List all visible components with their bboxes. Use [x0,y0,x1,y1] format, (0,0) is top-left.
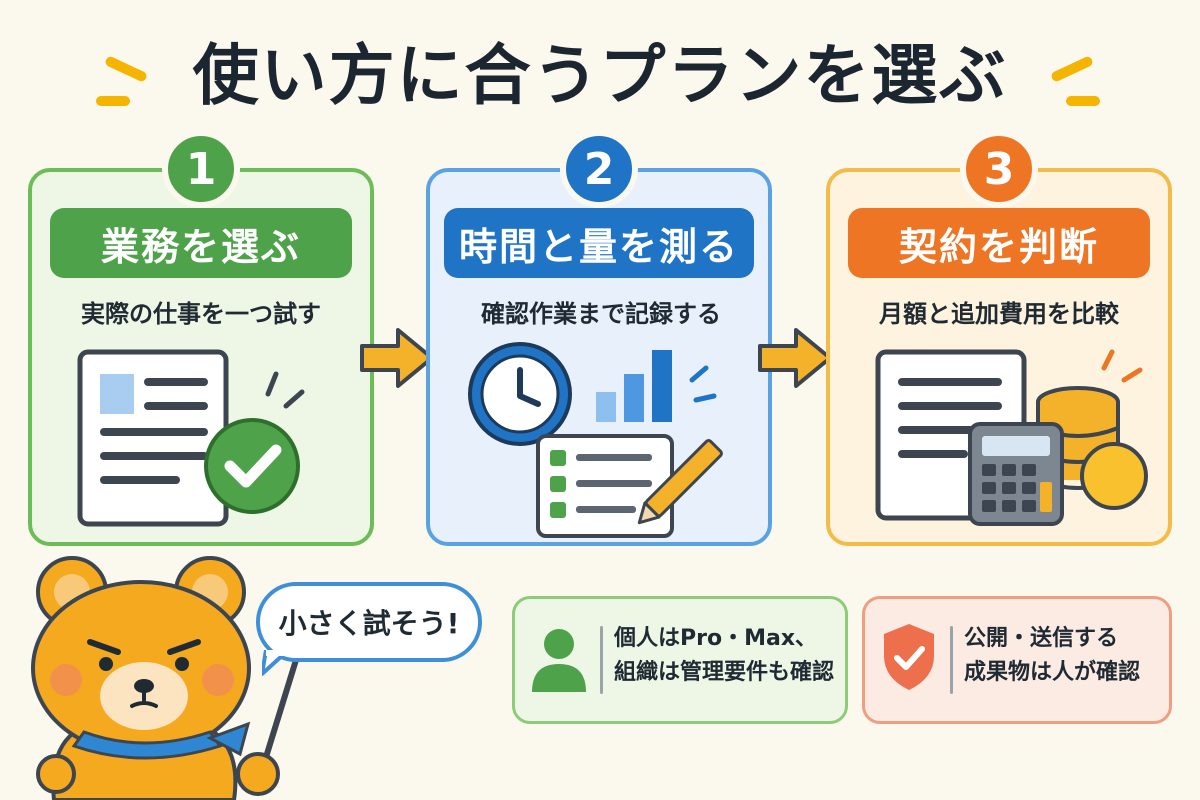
document-calculator-coins-illustration [875,349,1148,526]
spark-decoration [1066,96,1100,106]
tip-box-plan [512,596,848,724]
tip-divider [950,626,953,694]
spark-decoration [96,96,130,106]
arrow-right-icon [360,328,434,388]
bear-mascot-illustration [31,556,314,800]
step-subtext-1: 実際の仕事を一つ試す [81,300,321,328]
document-check-illustration [77,349,305,527]
speech-bubble-tail [262,650,288,676]
tip-text-plan-line1: 個人はPro・Max、 [614,626,818,651]
tip-divider [600,626,603,694]
clock-chart-checklist-illustration [468,342,723,538]
person-icon [532,629,586,692]
step-heading-3: 契約を判断 [848,208,1150,278]
step-subtext-2: 確認作業まで記録する [481,300,721,328]
step-number-1: 1 [162,130,240,208]
tip-text-plan-line2: 組織は管理要件も確認 [614,660,835,685]
tip-text-review-line2: 成果物は人が確認 [964,660,1141,685]
step-number-2: 2 [560,130,638,208]
step-subtext-3: 月額と追加費用を比較 [879,300,1119,328]
speech-bubble: 小さく試そう! [256,582,482,662]
step-heading-1: 業務を選ぶ [50,208,352,278]
arrow-right-icon [758,328,832,388]
page-title: 使い方に合うプランを選ぶ [192,37,1008,114]
step-heading-2: 時間と量を測る [444,208,754,278]
tip-text-review-line1: 公開・送信する [964,626,1119,651]
step-number-3: 3 [960,130,1038,208]
shield-check-icon [884,624,934,690]
